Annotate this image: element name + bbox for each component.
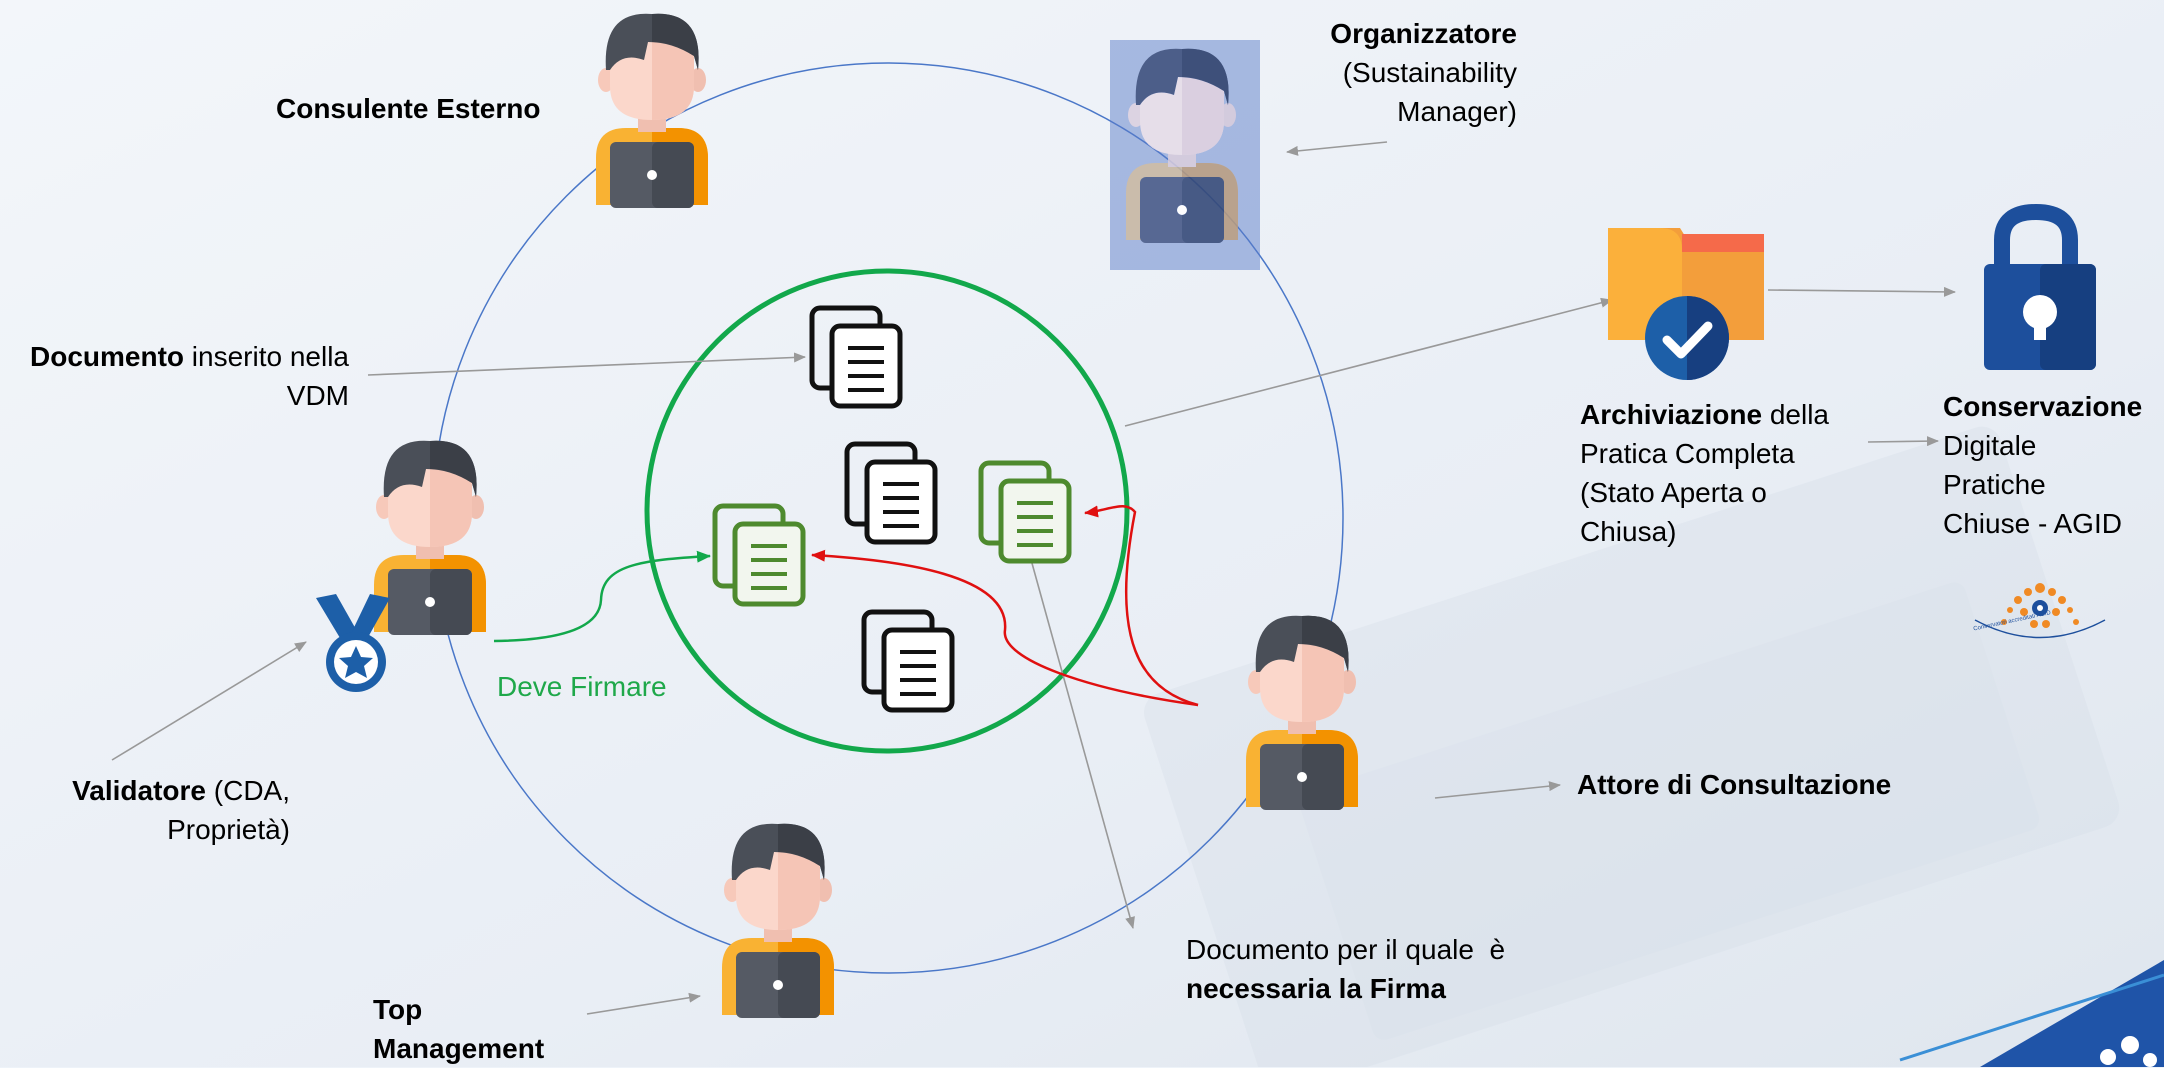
person-laptop-icon-validatore [374,440,486,635]
label-organizzatore: Organizzatore (Sustainability Manager) [1217,14,1517,131]
label-conservazione-line2: Digitale [1943,430,2037,461]
sign-arrow-green [493,550,711,643]
medal-icon [316,594,390,692]
label-archiviazione-line3: (Stato Aperta o [1580,477,1767,508]
folder-check-icon [1608,228,1764,380]
connector-conservazione [1867,436,1939,447]
padlock-icon [1984,203,2096,370]
document-repository-ring [644,268,1130,754]
agid-accredited-seal [1974,583,2106,639]
label-organizzatore-line3: Manager) [1397,96,1517,127]
sign-arrow-red-1 [1084,505,1199,707]
label-conservazione-line3: Pratiche [1943,469,2046,500]
label-organizzatore-title: Organizzatore [1330,18,1517,49]
label-documento: Documento inserito nella VDM [0,337,349,415]
document-stack-icon-black-2 [847,444,935,542]
document-stack-icon-green-1 [715,506,803,604]
label-top-management: Top Management [373,990,544,1068]
label-validatore-rest: (CDA, [206,775,290,806]
person-laptop-icon-attore [1246,615,1358,810]
corner-accent [1899,960,2164,1067]
document-stack-icon-green-2 [981,463,1069,561]
label-conservazione: Conservazione Digitale Pratiche Chiuse -… [1943,387,2142,543]
connector-top-management [586,992,701,1015]
label-top-management-line1: Top [373,994,423,1025]
label-archiviazione-line4: Chiusa) [1580,516,1677,547]
person-laptop-icon-consulente [596,13,708,208]
sign-arrow-red-2 [811,549,1199,707]
label-archiviazione-line2: Pratica Completa [1580,438,1795,469]
label-documento-firma: Documento per il quale è necessaria la F… [1186,930,1505,1008]
label-documento-bold: Documento [30,341,185,372]
label-archiviazione-bold: Archiviazione [1580,399,1763,430]
label-validatore-bold: Validatore [72,775,206,806]
connector-archiviazione [1124,297,1613,427]
label-archiviazione-rest: della [1762,399,1829,430]
label-conservazione-line4: Chiuse - AGID [1943,508,2122,539]
document-stack-icon-black-3 [864,612,952,710]
document-stack-icon-black-1 [812,308,900,406]
label-deve-firmare: Deve Firmare [497,671,667,702]
label-documento-line2: VDM [286,380,349,411]
label-consulente-esterno: Consulente Esterno [276,93,541,124]
connector-folder-lock [1767,286,1956,297]
label-archiviazione: Archiviazione della Pratica Completa (St… [1580,395,1829,551]
connector-attore [1434,781,1561,799]
label-organizzatore-line2: (Sustainability [1342,57,1517,88]
label-firma-line2: necessaria la Firma [1186,973,1446,1004]
connector-organizzatore [1286,141,1388,156]
label-firma-line1: Documento per il quale è [1186,934,1506,965]
connector-documento [367,352,806,376]
person-laptop-icon-organizzatore [1110,40,1260,270]
label-validatore: Validatore (CDA, Proprietà) [0,771,290,849]
label-top-management-line2: Management [373,1033,545,1064]
label-documento-rest: inserito nella [184,341,349,372]
connector-validatore [111,641,307,761]
connector-firma [1029,555,1135,929]
label-validatore-line2: Proprietà) [167,814,290,845]
label-conservazione-title: Conservazione [1943,391,2143,422]
label-attore-consultazione: Attore di Consultazione [1577,769,1892,800]
connectors [111,141,1956,1015]
person-laptop-icon-top-management [722,823,834,1018]
